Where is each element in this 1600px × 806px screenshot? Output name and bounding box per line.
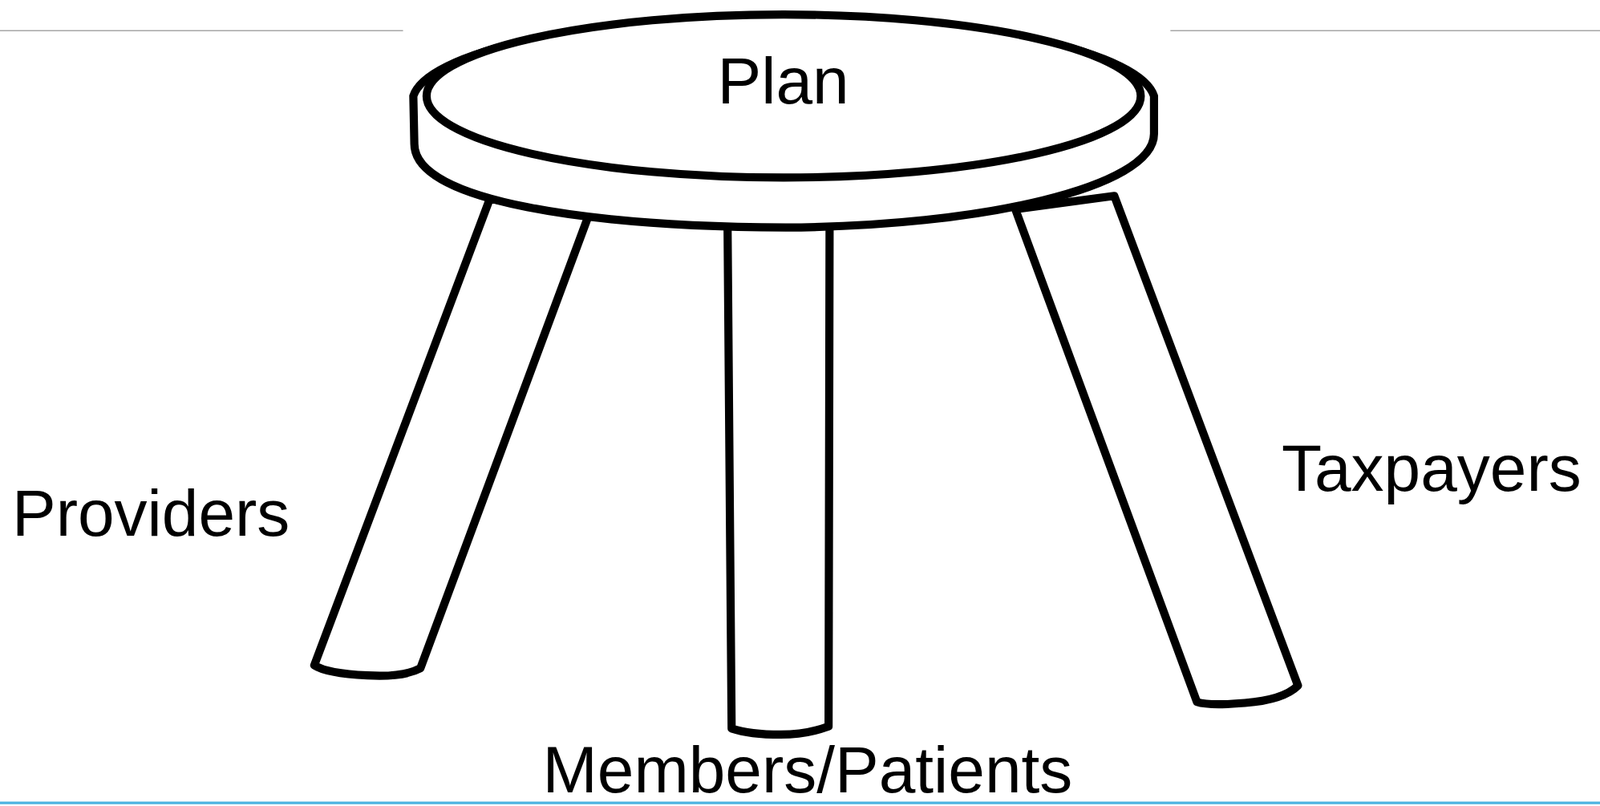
seat-top xyxy=(426,14,1141,178)
stool-leg xyxy=(314,198,591,677)
rule-line xyxy=(0,29,404,32)
leg-label: Providers xyxy=(12,480,290,547)
leg-label: Taxpayers xyxy=(1281,435,1582,502)
stool-leg xyxy=(1015,195,1298,705)
leg-label: Members/Patients xyxy=(542,737,1074,803)
seat-label: Plan xyxy=(717,48,850,114)
stool-seat: Plan xyxy=(408,6,1159,233)
rule-line xyxy=(1170,29,1600,32)
seat-outline xyxy=(408,6,1159,233)
stool-leg xyxy=(727,224,830,735)
